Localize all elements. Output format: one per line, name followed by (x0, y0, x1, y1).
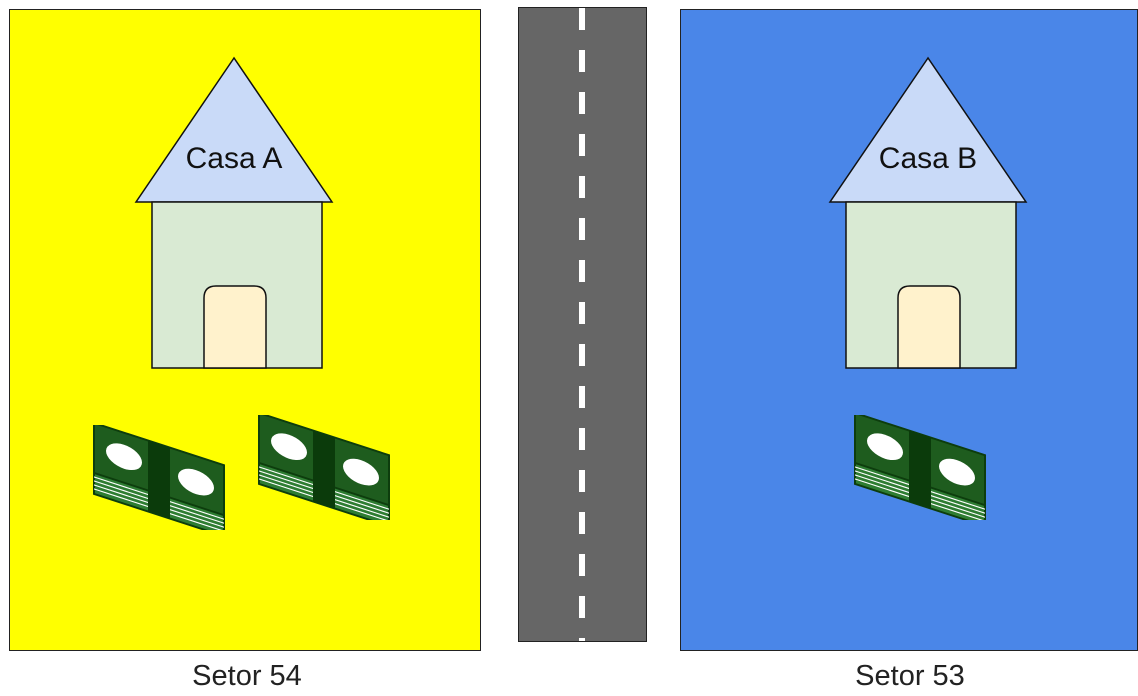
house-a: Casa A (134, 56, 334, 376)
sector-caption: Setor 54 (192, 660, 302, 692)
sector-54-area: Casa A (9, 9, 481, 651)
road-center-line (579, 8, 585, 641)
house-label: Casa A (185, 142, 283, 175)
sector-caption: Setor 53 (855, 660, 965, 692)
house-label: Casa B (878, 142, 978, 175)
money-stack-icon (258, 415, 390, 520)
road-icon (518, 7, 647, 642)
money-stack-icon (93, 425, 225, 530)
house-icon (134, 56, 334, 369)
sector-53-area: Casa B (680, 9, 1138, 651)
money-stack-icon (854, 415, 986, 520)
house-icon (828, 56, 1028, 369)
house-b: Casa B (828, 56, 1028, 376)
